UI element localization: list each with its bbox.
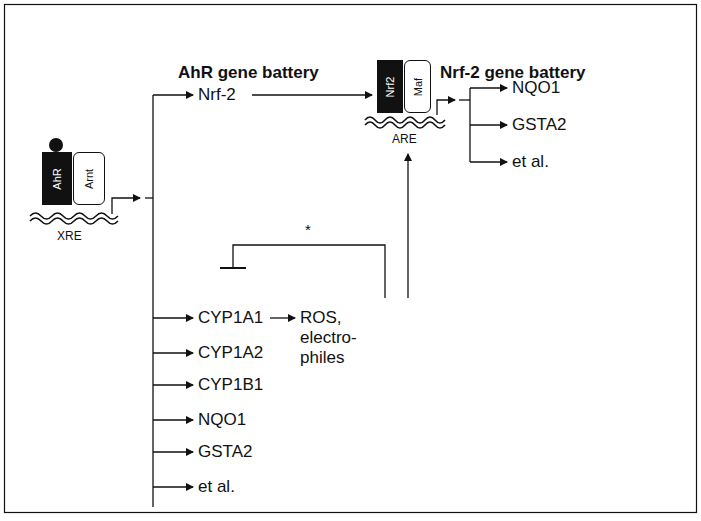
activation-arrow <box>252 94 372 95</box>
connector-line <box>145 197 153 198</box>
transcription-arrow <box>437 100 455 115</box>
gene-name: GSTA2 <box>198 442 252 462</box>
branch-arrow <box>153 94 193 95</box>
branch-trunk <box>152 95 153 507</box>
branch-arrow <box>153 384 193 385</box>
maf-box: Maf <box>404 60 431 113</box>
gene-name: NQO1 <box>198 410 246 430</box>
branch-arrow <box>153 486 193 487</box>
section-heading: AhR gene battery <box>178 63 319 83</box>
nrf2-box: Nrf2 <box>377 60 403 113</box>
footnote-mark: * <box>305 220 311 240</box>
dna-strand <box>30 213 118 219</box>
transcription-arrow <box>112 198 140 214</box>
connector-line <box>459 99 470 100</box>
ligand-dot <box>49 138 63 152</box>
branch-arrow <box>153 451 193 452</box>
branch-arrow <box>153 352 193 353</box>
protein-label: Arnt <box>83 168 96 188</box>
inhibition-line <box>233 245 385 298</box>
gene-name: CYP1A1 <box>198 308 263 328</box>
activation-arrow <box>407 154 408 298</box>
gene-name: Nrf-2 <box>198 85 236 105</box>
frame-border <box>5 5 697 513</box>
gene-name: CYP1B1 <box>198 375 263 395</box>
inhibition-bar <box>220 267 246 269</box>
element-label: XRE <box>57 229 82 243</box>
arnt-box: Arnt <box>73 152 105 205</box>
protein-label: Nrf2 <box>384 76 397 97</box>
dna-strand <box>365 122 445 128</box>
branch-arrow <box>153 419 193 420</box>
ahr-box: AhR <box>42 152 72 205</box>
gene-name: et al. <box>198 477 235 497</box>
branch-arrow <box>470 124 507 125</box>
branch-arrow <box>153 317 193 318</box>
metabolite-label: ROS, electro- philes <box>300 308 364 368</box>
gene-name: NQO1 <box>512 78 560 98</box>
branch-arrow <box>470 87 507 88</box>
protein-label: Maf <box>411 77 424 95</box>
branch-arrow <box>470 161 507 162</box>
activation-arrow <box>270 317 295 318</box>
element-label: ARE <box>392 132 417 146</box>
gene-name: GSTA2 <box>512 115 566 135</box>
protein-label: AhR <box>51 168 64 189</box>
gene-name: CYP1A2 <box>198 343 263 363</box>
dna-strand <box>365 117 445 123</box>
gene-name: et al. <box>512 152 549 172</box>
dna-strand <box>30 218 118 224</box>
